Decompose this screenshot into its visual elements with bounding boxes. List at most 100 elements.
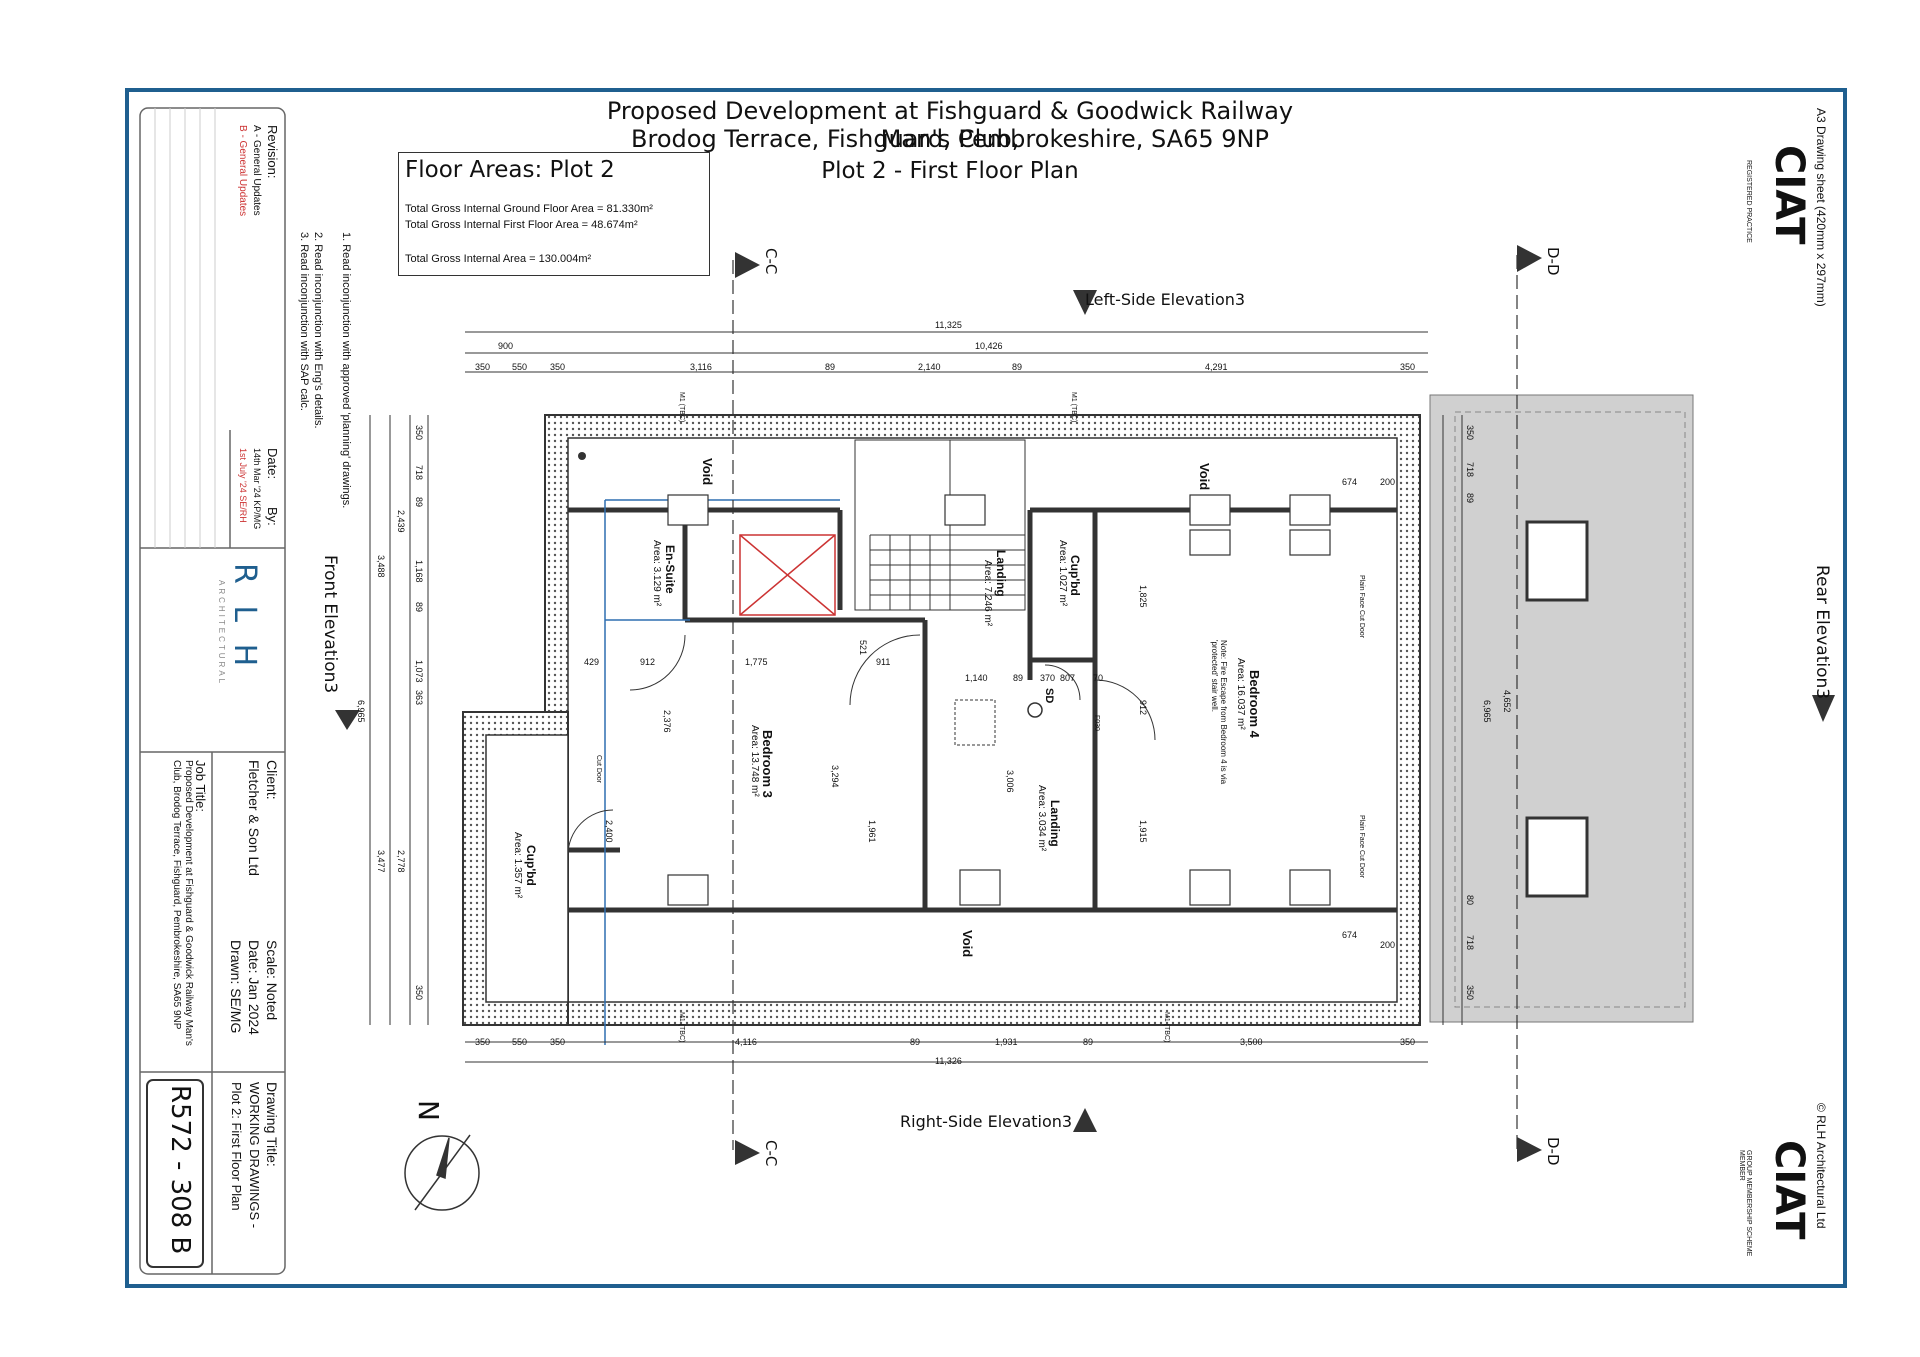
date-label: Date: bbox=[265, 448, 280, 480]
dim-bottom-overall: 11,326 bbox=[935, 1056, 962, 1066]
section-arrows bbox=[335, 245, 1835, 1165]
dim-right-overall: 6,965 bbox=[1482, 700, 1492, 723]
dim-right-seg-5: 350 bbox=[1465, 985, 1475, 1001]
ciat-top-sub: REGISTERED PRACTICE bbox=[1745, 160, 1752, 243]
job-label: Job Title: bbox=[193, 760, 208, 813]
void-top2-label: Void bbox=[1197, 463, 1212, 491]
mi-tbc-4: M1 (TBC) bbox=[1163, 1012, 1170, 1043]
dim-inner-21: 2,400 bbox=[604, 820, 614, 843]
date: Date: Jan 2024 bbox=[246, 940, 262, 1035]
section-dd-bottom: D-D bbox=[1544, 1137, 1562, 1166]
first-area: Total Gross Internal First Floor Area = … bbox=[405, 219, 638, 231]
scale: Scale: Noted bbox=[264, 940, 280, 1021]
ensuite-label: En-Suite bbox=[663, 545, 677, 594]
note-3: 3. Read inconjunction with SAP calc. bbox=[298, 232, 310, 411]
dim-left-b: 3,477 bbox=[376, 850, 386, 873]
roof-outline bbox=[1454, 411, 1686, 1008]
section-cc-bottom: C-C bbox=[762, 1140, 780, 1167]
bedroom4-area: Area: 16.037 m² bbox=[1235, 658, 1246, 730]
f030-label: F030 bbox=[1093, 715, 1100, 731]
title-line-3: Plot 2 - First Floor Plan bbox=[821, 158, 1079, 184]
void-bottom-label: Void bbox=[960, 930, 975, 958]
bedroom4-label: Bedroom 4 bbox=[1247, 670, 1262, 738]
windows bbox=[667, 494, 1331, 906]
ensuite-area: Area: 3.129 m² bbox=[651, 540, 662, 607]
mi-tbc-2: M1 (TBC) bbox=[1070, 392, 1077, 423]
dim-inner-9: 1,140 bbox=[965, 673, 988, 683]
dim-top-seg-5: 2,140 bbox=[918, 362, 941, 372]
staircase bbox=[854, 439, 1026, 611]
dim-top-seg-8: 350 bbox=[1400, 362, 1416, 372]
rooflight-upper bbox=[1525, 520, 1589, 602]
bedroom4-note: Note: Fire Escape from Bedroom 4 is via … bbox=[1210, 640, 1228, 785]
dim-right-seg-4: 718 bbox=[1465, 935, 1475, 951]
landing-lower-area: Area: 3.034 m² bbox=[1036, 785, 1047, 852]
drawing-title: WORKING DRAWINGS - bbox=[247, 1082, 262, 1229]
drawing-title-2: Plot 2: First Floor Plan bbox=[229, 1082, 244, 1211]
dim-inner-11: 370 bbox=[1040, 673, 1056, 683]
dim-left-seg-1: 718 bbox=[414, 465, 424, 481]
dim-inner-16: 1,915 bbox=[1138, 820, 1148, 843]
void-top-label: Void bbox=[700, 458, 715, 486]
by-label: By: bbox=[265, 507, 280, 526]
dim-left-seg-5: 1,073 bbox=[414, 660, 424, 683]
dim-inner-15: 912 bbox=[1138, 700, 1148, 716]
dim-inner-8: 911 bbox=[876, 657, 891, 667]
dim-right-seg-0: 350 bbox=[1465, 425, 1475, 441]
shower-markup bbox=[739, 534, 836, 616]
loft-hatch bbox=[954, 699, 996, 746]
dim-left-d: 2,778 bbox=[396, 850, 406, 873]
drawing-number: R572 - 308 B bbox=[165, 1085, 195, 1255]
dim-right-seg-1: 718 bbox=[1465, 462, 1475, 478]
dim-top-seg-6: 89 bbox=[1012, 362, 1023, 372]
dim-inner-17: 2,376 bbox=[662, 710, 672, 733]
drawing-number-box bbox=[146, 1079, 204, 1268]
front-elevation-label: Front Elevation3 bbox=[320, 555, 340, 694]
dim-bot-seg-5: 1,931 bbox=[995, 1037, 1018, 1047]
cupbd-upper-label: Cup'bd bbox=[1068, 555, 1082, 596]
north-compass bbox=[404, 1134, 480, 1211]
dim-bot-seg-1: 550 bbox=[512, 1037, 528, 1047]
floor-areas-heading: Floor Areas: Plot 2 bbox=[405, 157, 615, 183]
dim-left-seg-3: 1,168 bbox=[414, 560, 424, 583]
drawn: Drawn: SE/MG bbox=[228, 940, 244, 1034]
dim-left-seg-7: 350 bbox=[414, 985, 424, 1001]
section-cc-top: C-C bbox=[762, 248, 780, 275]
dim-inner-13: 70 bbox=[1093, 673, 1104, 683]
smoke-detector-icon bbox=[1027, 702, 1043, 718]
note-2: 2. Read inconjunction with Eng's details… bbox=[312, 232, 324, 429]
dim-left-c: 2,439 bbox=[396, 510, 406, 533]
dim-bot-seg-2: 350 bbox=[550, 1037, 566, 1047]
door-swings bbox=[567, 634, 1156, 856]
section-dd-top: D-D bbox=[1544, 247, 1562, 276]
revision-grid bbox=[154, 108, 216, 548]
dim-bot-seg-4: 89 bbox=[910, 1037, 921, 1047]
dim-inner-6: 1,775 bbox=[745, 657, 768, 667]
cupbd-lower-label: Cup'bd bbox=[524, 845, 538, 886]
dim-left-overall: 6,965 bbox=[356, 700, 366, 723]
dim-right-seg-3: 80 bbox=[1465, 895, 1475, 906]
right-elevation-label: Right-Side Elevation3 bbox=[900, 1112, 1073, 1131]
sd-label: SD bbox=[1043, 688, 1055, 704]
cupbd-upper-area: Area: 1.027 m² bbox=[1057, 540, 1068, 607]
ciat-bottom-logo: CIAT bbox=[1766, 1140, 1812, 1240]
dim-bot-seg-8: 350 bbox=[1400, 1037, 1416, 1047]
dim-inner-10: 89 bbox=[1013, 673, 1024, 683]
sheet-frame bbox=[125, 88, 1847, 1288]
company-sub: ARCHITECTURAL bbox=[217, 580, 226, 687]
mi-tbc-1: M1 (TBC) bbox=[678, 392, 685, 423]
dim-inner-0: 674 bbox=[1342, 477, 1358, 487]
dim-top-seg-4: 89 bbox=[825, 362, 836, 372]
copyright: © RLH Architectural Ltd bbox=[1814, 1103, 1828, 1229]
title-line-1: Proposed Development at Fishguard & Good… bbox=[606, 97, 1294, 153]
dim-right-seg-2: 89 bbox=[1465, 493, 1475, 504]
title-block bbox=[139, 107, 286, 1275]
rooflight-lower bbox=[1525, 816, 1589, 898]
dim-top-overall: 11,325 bbox=[935, 320, 962, 330]
rev-b: B - General Updates bbox=[237, 125, 248, 217]
dim-top-seg-1: 550 bbox=[512, 362, 528, 372]
ground-area: Total Gross Internal Ground Floor Area =… bbox=[405, 203, 653, 215]
dimension-lines bbox=[369, 331, 1463, 1063]
dim-bot-seg-6: 89 bbox=[1083, 1037, 1094, 1047]
